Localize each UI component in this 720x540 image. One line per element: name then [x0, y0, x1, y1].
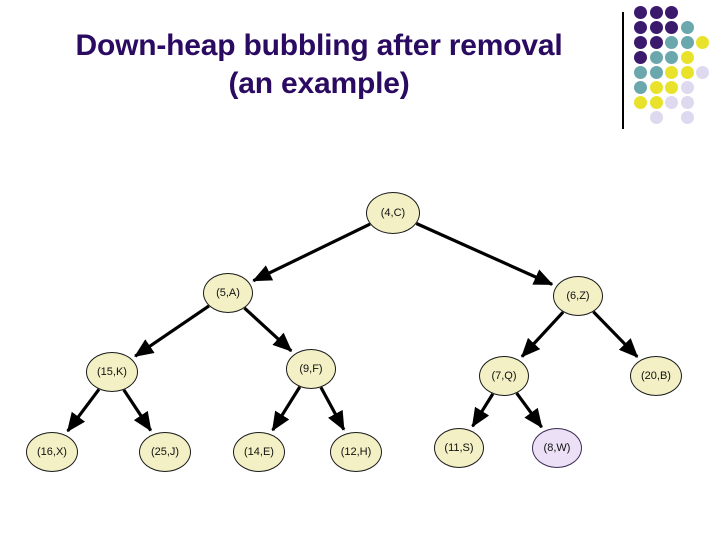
tree-node[interactable]: (5,A) — [203, 273, 253, 313]
tree-edge — [515, 392, 543, 429]
decorative-dot — [649, 81, 663, 94]
decorative-dot — [649, 111, 663, 124]
decorative-dot — [649, 66, 663, 79]
tree-node-label: (11,S) — [444, 441, 474, 454]
decorative-dot — [680, 21, 694, 34]
page-title: Down-heap bubbling after removal (an exa… — [30, 27, 608, 103]
tree-node-label: (14,E) — [244, 445, 274, 458]
tree-node-label: (7,Q) — [491, 369, 517, 382]
tree-edge — [271, 386, 302, 432]
decorative-dot — [634, 21, 647, 34]
decorative-dot — [634, 96, 647, 109]
decorative-dot — [696, 36, 709, 49]
decorative-dot-grid — [634, 6, 720, 130]
decorative-dot — [634, 66, 647, 79]
tree-node-label: (12,H) — [340, 445, 372, 458]
tree-node[interactable]: (9,F) — [286, 349, 336, 389]
tree-node[interactable]: (12,H) — [330, 432, 382, 472]
decorative-dot — [634, 6, 647, 19]
decorative-dot — [665, 36, 678, 49]
tree-edge — [319, 386, 346, 431]
decorative-dot — [680, 81, 694, 94]
tree-node[interactable]: (11,S) — [434, 428, 484, 468]
tree-node[interactable]: (6,Z) — [553, 276, 603, 316]
tree-node-label: (8,W) — [543, 441, 571, 454]
tree-node-label: (6,Z) — [566, 289, 590, 302]
tree-node[interactable]: (20,B) — [630, 356, 682, 396]
vertical-divider-rule — [622, 12, 624, 129]
tree-node[interactable]: (8,W) — [532, 428, 582, 468]
decorative-dot — [665, 81, 678, 94]
tree-edge — [252, 222, 371, 283]
tree-edge — [520, 310, 565, 358]
decorative-dot — [680, 36, 694, 49]
decorative-dot — [649, 96, 663, 109]
tree-edge — [471, 393, 495, 428]
tree-node[interactable]: (4,C) — [366, 192, 420, 234]
decorative-dot — [680, 66, 694, 79]
tree-node-label: (15,K) — [97, 365, 127, 378]
decorative-dot — [649, 36, 663, 49]
decorative-dot — [680, 51, 694, 64]
decorative-dot — [665, 21, 678, 34]
decorative-dot — [665, 51, 678, 64]
decorative-dot — [649, 6, 663, 19]
decorative-dot — [665, 6, 678, 19]
title-line-2: (an example) — [228, 67, 410, 100]
tree-edge — [243, 306, 293, 353]
tree-edge — [122, 388, 153, 432]
tree-node[interactable]: (25,J) — [139, 432, 191, 472]
title-line-1: Down-heap bubbling after removal — [75, 29, 563, 62]
decorative-dot — [634, 36, 647, 49]
tree-node-label: (9,F) — [299, 362, 323, 375]
decorative-dot — [680, 111, 694, 124]
tree-node-label: (4,C) — [380, 206, 406, 219]
decorative-dot — [634, 81, 647, 94]
tree-edge — [592, 310, 639, 358]
decorative-dot — [665, 66, 678, 79]
tree-edge — [415, 222, 554, 286]
tree-node-label: (5,A) — [216, 286, 240, 299]
tree-node[interactable]: (7,Q) — [479, 356, 529, 396]
tree-node-label: (20,B) — [641, 369, 671, 382]
tree-node-label: (16,X) — [37, 445, 67, 458]
tree-edge — [66, 388, 101, 433]
decorative-dot — [649, 51, 663, 64]
decorative-dot — [634, 51, 647, 64]
tree-node[interactable]: (15,K) — [86, 352, 138, 392]
decorative-dot — [665, 96, 678, 109]
tree-node-label: (25,J) — [150, 445, 180, 458]
decorative-dot — [696, 66, 709, 79]
tree-node[interactable]: (16,X) — [26, 432, 78, 472]
tree-node[interactable]: (14,E) — [233, 432, 285, 472]
decorative-dot — [680, 96, 694, 109]
tree-edge — [134, 304, 210, 358]
decorative-dot — [649, 21, 663, 34]
